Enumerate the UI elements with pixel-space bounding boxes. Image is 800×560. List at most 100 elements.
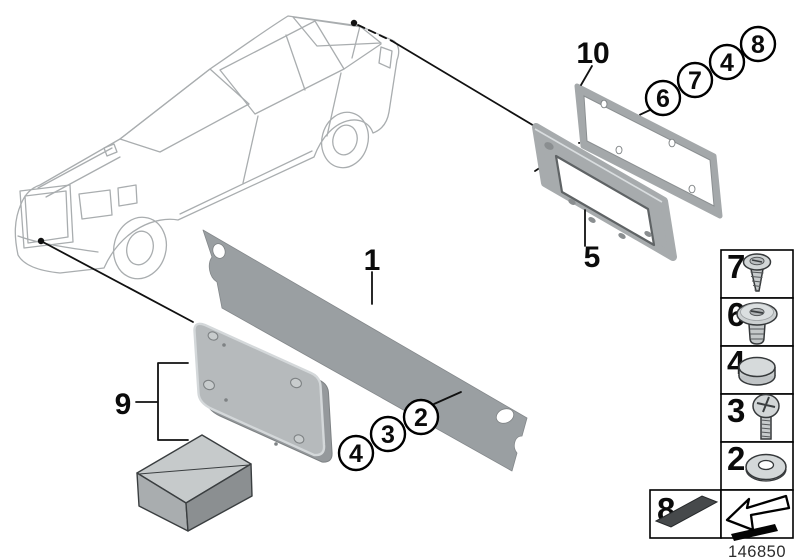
adhesive-pad-icon: [654, 495, 719, 528]
legend-number-7: 7: [727, 248, 745, 285]
bracket-hole-2: [203, 379, 215, 391]
callout-7-circle[interactable]: [676, 61, 714, 99]
callout-8-number: 8: [751, 31, 765, 59]
part-5-tab-2: [588, 217, 596, 223]
hood-line-1: [37, 147, 113, 189]
part-5-tab-3: [618, 233, 626, 239]
legend-number-3: 3: [727, 392, 745, 429]
part-9-group[interactable]: [135, 322, 333, 532]
callout-7[interactable]: 7: [676, 61, 714, 99]
box-side-face: [185, 463, 253, 532]
door-seam-front: [242, 115, 259, 184]
front-wheel: [112, 216, 168, 280]
part-5-window: [554, 154, 656, 247]
callout-4-lower[interactable]: 4: [337, 434, 375, 472]
bracket-hole-3: [290, 377, 302, 389]
legend-row-4[interactable]: 4: [720, 344, 794, 395]
box-top-seam: [138, 464, 250, 475]
part-5-tab-1: [568, 199, 576, 205]
pan-head-screw-icon: [752, 393, 780, 440]
part-5-tab-4: [644, 231, 652, 237]
callout-7-number: 7: [688, 67, 702, 95]
callout-6-circle[interactable]: [644, 79, 682, 117]
part-10-hole-2: [668, 138, 676, 148]
callout-2-number: 2: [414, 404, 428, 432]
bracket-dot-1: [222, 343, 226, 347]
callout-2-leader: [433, 391, 462, 405]
bumper-crease: [17, 235, 99, 253]
legend-row-7[interactable]: 7: [720, 248, 794, 299]
bracket-dot-2: [224, 398, 228, 402]
callout-8-circle[interactable]: [739, 25, 777, 63]
part-1-shape[interactable]: [202, 229, 528, 472]
trunk-seam: [351, 25, 361, 59]
part-1-trim-plate[interactable]: [202, 229, 528, 472]
headlight-left: [78, 189, 113, 220]
part-10-hole-1: [600, 99, 608, 109]
side-window: [219, 20, 345, 115]
part-5-outer-highlight: [534, 128, 663, 203]
legend-table: 7 6 4: [649, 248, 794, 541]
callout-3-number: 3: [381, 421, 395, 449]
part-5-frame-cover[interactable]: [532, 123, 677, 261]
callout-4-upper-circle[interactable]: [708, 43, 746, 81]
tapping-screw-icon: [742, 253, 772, 292]
part-5-corner-detail: [544, 142, 554, 150]
legend-number-6: 6: [727, 296, 745, 333]
legend-number-2: 2: [727, 440, 745, 477]
tail-lamp: [378, 46, 393, 69]
rear-window: [292, 16, 382, 47]
legend-row-2[interactable]: 2: [720, 440, 794, 491]
rear-wheel: [320, 111, 370, 169]
legend-nav-cell[interactable]: [720, 489, 794, 541]
b-pillar: [285, 34, 306, 91]
legend-row-6[interactable]: 6: [720, 296, 794, 347]
callout-4-upper[interactable]: 4: [708, 43, 746, 81]
mirror: [103, 143, 118, 157]
part-9-bracket-lines: [135, 362, 189, 441]
callout-6-number: 6: [656, 85, 670, 113]
headlight-right: [117, 184, 138, 207]
hood-line-2: [45, 156, 121, 198]
part-9-label[interactable]: 9: [115, 388, 132, 421]
bracket-dot-3: [274, 442, 278, 446]
callout-6[interactable]: 6: [644, 79, 682, 117]
front-leader: [40, 240, 194, 323]
part-10-hole-4: [688, 184, 696, 194]
grille-outer: [19, 184, 74, 249]
cover-cap-icon: [738, 356, 776, 386]
drawing-number: 146850: [728, 543, 786, 560]
legend-row-8[interactable]: 8: [649, 489, 722, 539]
callout-4-lower-circle[interactable]: [337, 434, 375, 472]
callout-3-circle[interactable]: [369, 415, 407, 453]
rocker-line: [179, 150, 313, 215]
callout-3[interactable]: 3: [369, 415, 407, 453]
bracket-hole-4: [293, 434, 305, 444]
part-9-kit-box[interactable]: [136, 434, 253, 532]
windshield: [119, 68, 250, 153]
grille-inner: [24, 190, 69, 244]
part-1-hole-left: [212, 243, 226, 259]
part-10-frame[interactable]: [574, 83, 723, 219]
part-10-label[interactable]: 10: [576, 37, 609, 70]
bracket-hole-1: [207, 331, 219, 341]
part-5-label[interactable]: 5: [584, 241, 601, 274]
callout-4-upper-number: 4: [720, 49, 734, 77]
callout-2-circle[interactable]: [402, 398, 440, 436]
part-10-hole-3: [615, 145, 623, 155]
callout-4-lower-number: 4: [349, 440, 363, 468]
bracket-face[interactable]: [193, 322, 326, 457]
callout-8[interactable]: 8: [739, 25, 777, 63]
callout-2[interactable]: 2: [402, 398, 440, 436]
part-10-label-line: [580, 65, 593, 86]
washer-icon: [745, 453, 787, 482]
expanding-rivet-icon: [736, 302, 778, 345]
door-seam-rear: [326, 72, 342, 137]
legend-cell-4[interactable]: [720, 345, 794, 395]
part-1-hole-right: [495, 408, 515, 424]
rear-leader-solid: [391, 40, 537, 128]
part-1-label[interactable]: 1: [364, 244, 381, 277]
legend-row-3[interactable]: 3: [720, 392, 794, 443]
rear-anchor-dot: [350, 19, 358, 27]
